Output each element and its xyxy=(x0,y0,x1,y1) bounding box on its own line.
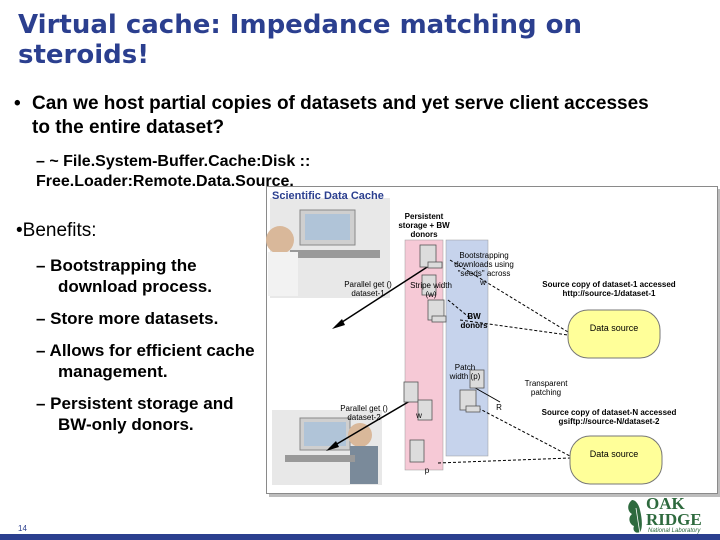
footer-bar xyxy=(0,534,720,540)
bullet-dot: • xyxy=(14,93,21,114)
sub-bullet-analogy: – ~ File.System-Buffer.Cache:Disk :: Fre… xyxy=(36,153,311,190)
label-bw-donors: BW donors xyxy=(460,312,488,330)
label-w-bottom: w xyxy=(416,411,422,420)
label-r: R xyxy=(496,403,502,412)
arrow-parallel1 xyxy=(335,261,436,327)
benefits-list: – Bootstrapping the download process. – … xyxy=(36,255,268,446)
arrow-parallel2 xyxy=(329,397,416,449)
diagram-title: Scientific Data Cache xyxy=(272,190,384,202)
label-p: p xyxy=(424,466,430,475)
slide-number: 14 xyxy=(18,524,27,533)
bullet-question: • Can we host partial copies of datasets… xyxy=(14,92,654,140)
slide-title: Virtual cache: Impedance matching on ste… xyxy=(18,10,583,70)
patch-column xyxy=(445,239,489,457)
label-stripe: Stripe width (w) xyxy=(410,281,452,299)
label-transparent: Transparent patching xyxy=(524,379,568,397)
label-bootstrap: Bootstrapping downloads using "seeds" ac… xyxy=(454,251,514,278)
data-source-2 xyxy=(569,435,663,485)
label-parallel1: Parallel get () dataset-1 xyxy=(344,280,392,298)
label-data-source-2: Data source xyxy=(589,449,639,459)
stripe-column xyxy=(404,239,444,471)
logo-national-laboratory: National Laboratory xyxy=(648,528,701,534)
label-source1: Source copy of dataset-1 accessed http:/… xyxy=(542,280,676,298)
label-data-source-1: Data source xyxy=(589,323,639,333)
label-w-top: w xyxy=(480,278,486,287)
server-icon xyxy=(403,244,485,463)
benefit-item: – Bootstrapping the download process. xyxy=(36,256,212,296)
benefit-item: – Store more datasets. xyxy=(36,309,219,328)
logo-oak: OAK xyxy=(646,494,685,513)
client-photo-1 xyxy=(266,198,390,298)
benefits-heading: •Benefits: xyxy=(16,220,97,241)
logo-ridge: RIDGE xyxy=(646,510,702,529)
oak-leaf-icon xyxy=(628,500,642,535)
oak-ridge-logo: OAK RIDGE National Laboratory xyxy=(624,492,716,536)
label-persistent: Persistent storage + BW donors xyxy=(398,212,450,239)
data-source-1 xyxy=(567,309,661,359)
benefit-item: – Persistent storage and BW-only donors. xyxy=(36,394,234,434)
bullet-question-text: Can we host partial copies of datasets a… xyxy=(32,93,649,138)
client-photo-2 xyxy=(272,410,382,485)
label-source-n: Source copy of dataset-N accessed gsiftp… xyxy=(541,408,677,426)
label-parallel2: Parallel get () dataset-2 xyxy=(340,404,388,422)
label-patch: Patch width (p) xyxy=(449,363,481,381)
benefit-item: – Allows for efficient cache management. xyxy=(36,341,255,381)
